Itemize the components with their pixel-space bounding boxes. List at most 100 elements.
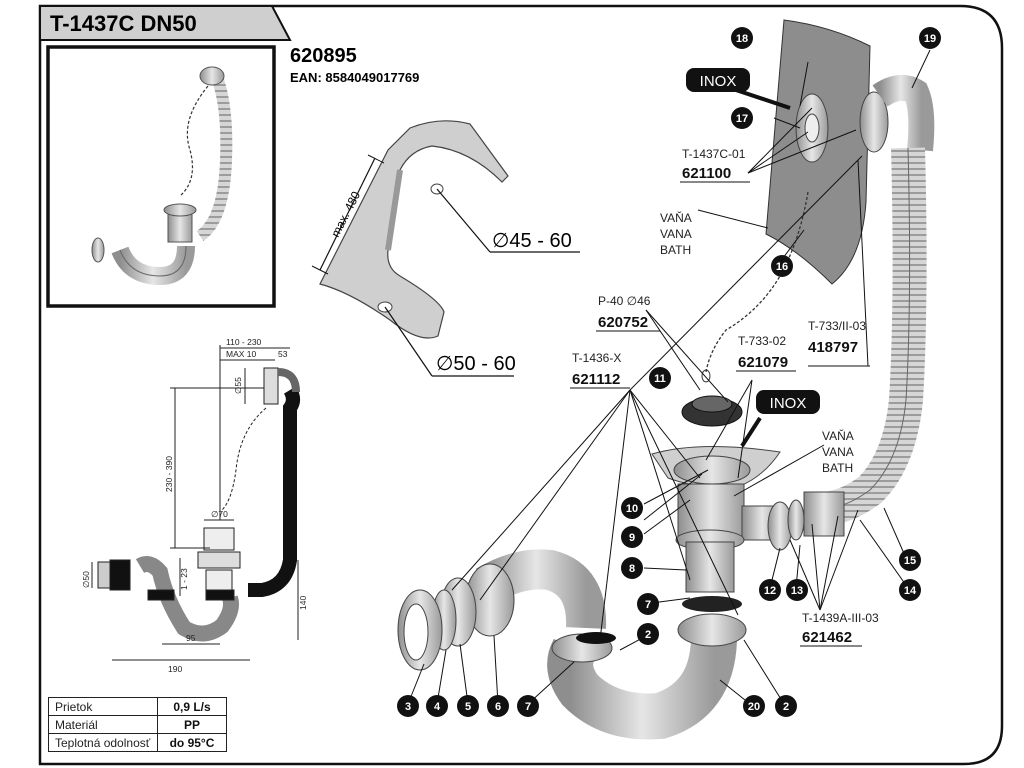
badge-12 (759, 579, 781, 601)
spec-material-value: PP (157, 715, 227, 734)
spec-row-temperature: Teplotná odolnosť do 95°C (48, 733, 227, 752)
badge-14 (899, 579, 921, 601)
sheet-frame (38, 4, 1004, 766)
thumbnail-illustration (91, 66, 233, 286)
badge-4-label: 4 (434, 701, 441, 713)
product-ean: EAN: 8584049017769 (290, 70, 419, 85)
badge-2-upper (637, 623, 659, 645)
badge-20 (743, 695, 765, 717)
label-620752: 620752 (598, 314, 648, 331)
badge-20-label: 20 (748, 701, 760, 713)
label-621100: 621100 (682, 165, 731, 182)
badge-7-upper-label: 7 (645, 599, 651, 611)
inox-tag-mid-label: INOX (770, 395, 807, 412)
product-code: 620895 (290, 45, 357, 67)
label-bath-sk-mid: VAŇA (822, 428, 854, 443)
dim-d6: ∅70 (211, 509, 228, 519)
badge-19 (919, 27, 941, 49)
label-621462: 621462 (802, 629, 852, 646)
badge-7-lower-label: 7 (525, 701, 531, 713)
label-bath-cz-mid: VANA (822, 445, 854, 459)
badge-6 (487, 695, 509, 717)
badges: 18 19 17 16 11 10 9 8 7 2 12 13 14 15 3 … (397, 27, 941, 717)
label-621112: 621112 (572, 371, 620, 388)
badge-10 (621, 497, 643, 519)
dim-d11: 190 (168, 664, 182, 674)
dim-d1: 110 - 230 (226, 337, 262, 347)
badge-4 (426, 695, 448, 717)
dim-d2: MAX 10 (226, 349, 257, 359)
spec-temperature-value: do 95°C (157, 733, 227, 752)
label-bath-en-top: BATH (660, 243, 691, 257)
badge-6-label: 6 (495, 701, 501, 713)
dim-line-max (319, 157, 376, 271)
badge-17 (731, 107, 753, 129)
badge-9-label: 9 (629, 532, 635, 544)
spec-material-label: Materiál (48, 715, 158, 734)
dim-d3: 53 (278, 349, 288, 359)
label-bath-en-mid: BATH (822, 461, 853, 475)
badge-11-label: 11 (654, 373, 666, 385)
header-title: T-1437C DN50 (50, 11, 197, 36)
badge-17-label: 17 (736, 113, 748, 125)
dim-d4: ∅55 (233, 377, 243, 394)
badge-8 (621, 557, 643, 579)
label-621079: 621079 (738, 354, 788, 371)
badge-15 (899, 549, 921, 571)
badge-3 (397, 695, 419, 717)
badge-15-label: 15 (904, 555, 916, 567)
badge-5 (457, 695, 479, 717)
spec-row-material: Materiál PP (48, 715, 227, 734)
badge-2-lower-label: 2 (783, 701, 789, 713)
badge-16 (771, 255, 793, 277)
dim-hole-bottom: ∅50 - 60 (436, 353, 516, 375)
badge-13 (786, 579, 808, 601)
badge-5-label: 5 (465, 701, 471, 713)
label-t1439a: T-1439A-III-03 (802, 611, 879, 625)
label-418797: 418797 (808, 339, 858, 356)
spec-temperature-label: Teplotná odolnosť (48, 733, 158, 752)
spec-row-flow: Prietok 0,9 L/s (48, 697, 227, 716)
label-bath-cz-top: VANA (660, 227, 692, 241)
label-bath-sk-top: VAŇA (660, 210, 692, 225)
dim-d8: ∅50 (81, 571, 91, 588)
header-band (39, 5, 292, 41)
badge-13-label: 13 (791, 585, 803, 597)
technical-drawing (91, 345, 300, 661)
badge-12-label: 12 (764, 585, 776, 597)
label-t733ii: T-733/II-03 (808, 319, 866, 333)
thumbnail-box (46, 45, 276, 308)
bracket-plate (319, 120, 509, 339)
inox-tag-mid (756, 390, 820, 414)
label-p40: P-40 ∅46 (598, 294, 651, 308)
spec-flow-label: Prietok (48, 697, 158, 716)
badge-7-lower (517, 695, 539, 717)
badge-2-lower (775, 695, 797, 717)
badge-8-label: 8 (629, 563, 635, 575)
leader-lines (407, 49, 931, 705)
label-t73302: T-733-02 (738, 334, 786, 348)
badge-3-label: 3 (405, 701, 411, 713)
dim-d7: 1 - 23 (179, 568, 189, 590)
exploded-assembly (397, 19, 935, 740)
dim-hole-top: ∅45 - 60 (492, 230, 572, 252)
dim-d10: 95 (186, 633, 196, 643)
badge-10-label: 10 (626, 503, 638, 515)
spec-flow-value: 0,9 L/s (157, 697, 227, 716)
inox-tag-top (686, 68, 750, 92)
dim-d9: 140 (298, 596, 308, 610)
label-t1436x: T-1436-X (572, 351, 621, 365)
badge-18 (731, 27, 753, 49)
badge-7-upper (637, 593, 659, 615)
badge-18-label: 18 (736, 33, 748, 45)
badge-9 (621, 526, 643, 548)
spec-table: Prietok 0,9 L/s Materiál PP Teplotná odo… (48, 697, 227, 752)
badge-2-upper-label: 2 (645, 629, 651, 641)
dim-d5: 230 - 390 (164, 456, 174, 492)
badge-19-label: 19 (924, 33, 936, 45)
badge-11 (649, 367, 671, 389)
badge-14-label: 14 (904, 585, 917, 597)
label-t1437c01: T-1437C-01 (682, 147, 746, 161)
badge-16-label: 16 (776, 261, 788, 273)
